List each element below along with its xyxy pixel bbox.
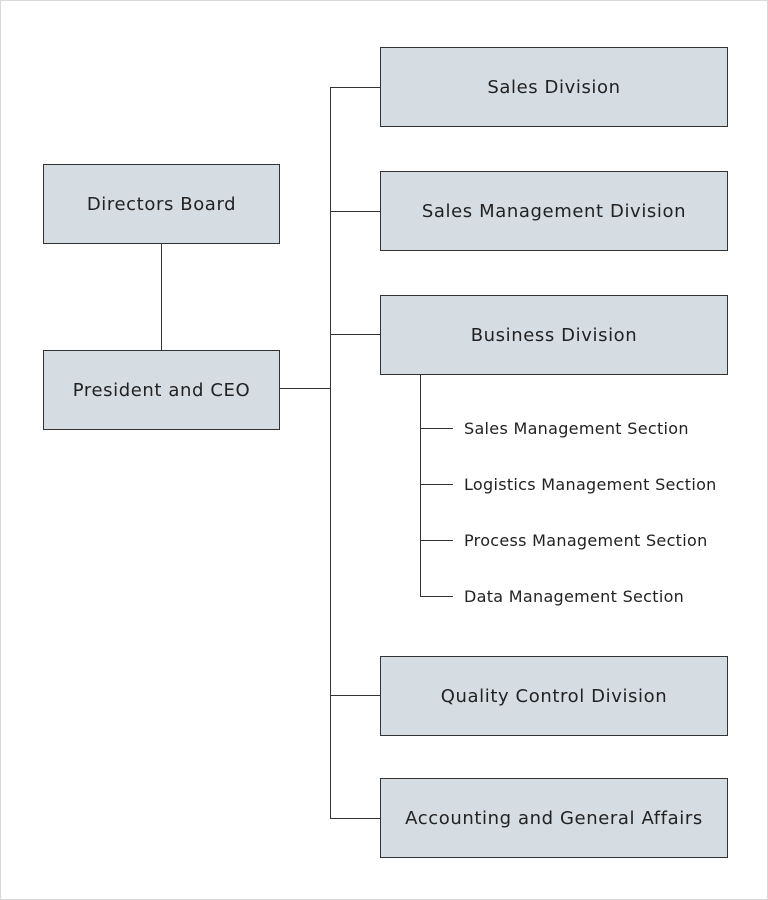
board-president-connector <box>161 243 162 351</box>
division-box-accounting: Accounting and General Affairs <box>380 778 728 858</box>
section-trunk-line <box>420 374 421 597</box>
division-box-business: Business Division <box>380 295 728 375</box>
division-branch-sales <box>330 87 381 88</box>
section-branch-sales-management <box>420 428 453 429</box>
president-trunk-connector <box>279 388 331 389</box>
division-trunk-line <box>330 87 331 819</box>
division-box-sales-management: Sales Management Division <box>380 171 728 251</box>
section-branch-data <box>420 596 453 597</box>
division-branch-sales-management <box>330 211 381 212</box>
section-label-logistics: Logistics Management Section <box>464 475 717 494</box>
section-label-process: Process Management Section <box>464 531 708 550</box>
division-branch-business <box>330 334 381 335</box>
division-branch-quality-control <box>330 695 381 696</box>
division-box-sales: Sales Division <box>380 47 728 127</box>
president-ceo-box: President and CEO <box>43 350 280 430</box>
section-branch-process <box>420 540 453 541</box>
directors-board-box: Directors Board <box>43 164 280 244</box>
section-label-data: Data Management Section <box>464 587 685 606</box>
section-branch-logistics <box>420 484 453 485</box>
division-branch-accounting <box>330 818 381 819</box>
section-label-sales-management: Sales Management Section <box>464 419 689 438</box>
division-box-quality-control: Quality Control Division <box>380 656 728 736</box>
